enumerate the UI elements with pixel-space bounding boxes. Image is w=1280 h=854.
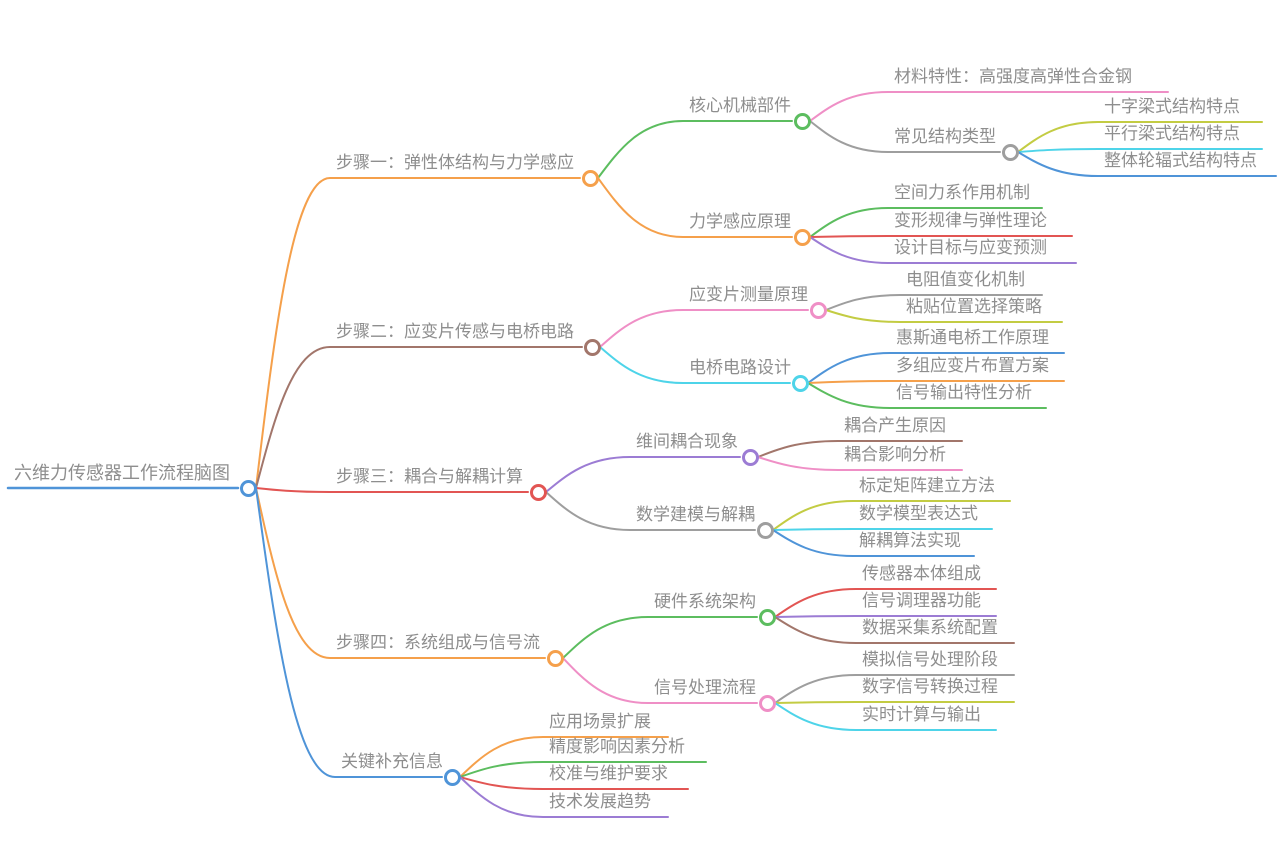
node-branches-0-0-1-dot[interactable] <box>1001 143 1019 161</box>
node-branches-1-1-0-line <box>807 352 1065 384</box>
node-branches-2-1-2-label[interactable]: 解耦算法实现 <box>859 531 961 550</box>
node-branches-0-0-1-line <box>809 120 1001 153</box>
node-branches-0-0-1-label[interactable]: 常见结构类型 <box>894 127 996 146</box>
node-branches-4-line <box>255 487 443 778</box>
node-branches-3-1-0-label[interactable]: 模拟信号处理阶段 <box>862 650 998 669</box>
node-root-label[interactable]: 六维力传感器工作流程脑图 <box>14 463 230 483</box>
node-branches-2-0-1-line <box>757 456 963 471</box>
node-branches-2-1-1-label[interactable]: 数学模型表达式 <box>859 504 978 523</box>
node-branches-3-1-2-label[interactable]: 实时计算与输出 <box>862 705 981 724</box>
node-branches-2-0-label[interactable]: 维间耦合现象 <box>636 432 738 451</box>
node-branches-0-0-dot[interactable] <box>793 112 811 130</box>
node-branches-2-1-0-line <box>772 500 1011 531</box>
node-branches-4-3-label[interactable]: 技术发展趋势 <box>549 792 651 811</box>
node-branches-3-label[interactable]: 步骤四：系统组成与信号流 <box>336 633 540 652</box>
node-branches-0-0-1-1-label[interactable]: 平行梁式结构特点 <box>1104 124 1240 143</box>
node-branches-0-1-dot[interactable] <box>793 228 811 246</box>
node-branches-0-dot[interactable] <box>581 169 599 187</box>
node-branches-2-1-dot[interactable] <box>756 521 774 539</box>
node-branches-3-0-1-label[interactable]: 信号调理器功能 <box>862 591 981 610</box>
node-branches-4-2-line <box>459 776 689 790</box>
node-branches-2-1-0-label[interactable]: 标定矩阵建立方法 <box>859 476 995 495</box>
node-branches-4-0-label[interactable]: 应用场景扩展 <box>549 712 651 731</box>
node-branches-1-0-1-label[interactable]: 粘贴位置选择策略 <box>906 297 1042 316</box>
node-branches-3-0-line <box>562 616 758 659</box>
node-branches-0-0-label[interactable]: 核心机械部件 <box>689 96 791 115</box>
node-branches-2-line <box>255 487 529 493</box>
node-branches-1-line <box>255 346 583 489</box>
node-branches-3-1-1-label[interactable]: 数字信号转换过程 <box>862 677 998 696</box>
node-branches-4-1-label[interactable]: 精度影响因素分析 <box>549 737 685 756</box>
node-branches-3-0-dot[interactable] <box>758 608 776 626</box>
node-branches-0-line <box>255 177 581 489</box>
node-branches-3-0-1-line <box>774 615 997 618</box>
node-branches-3-1-line <box>562 657 758 704</box>
node-branches-1-0-dot[interactable] <box>809 301 827 319</box>
node-branches-0-label[interactable]: 步骤一：弹性体结构与力学感应 <box>336 153 574 172</box>
node-branches-1-0-1-line <box>825 309 1063 323</box>
node-branches-0-0-line <box>597 120 793 179</box>
node-branches-4-0-line <box>459 736 669 778</box>
node-branches-2-1-label[interactable]: 数学建模与解耦 <box>636 505 755 524</box>
node-branches-0-0-1-2-label[interactable]: 整体轮辐式结构特点 <box>1104 151 1257 170</box>
node-branches-0-1-line <box>597 177 793 238</box>
node-branches-3-0-0-line <box>774 588 997 618</box>
node-branches-1-1-label[interactable]: 电桥电路设计 <box>689 358 791 377</box>
node-branches-0-0-0-line <box>809 91 1169 122</box>
node-branches-3-0-2-label[interactable]: 数据采集系统配置 <box>862 618 998 637</box>
node-branches-3-1-1-line <box>774 701 1015 704</box>
node-branches-0-0-0-label[interactable]: 材料特性：高强度高弹性合金钢 <box>894 67 1132 86</box>
node-branches-1-0-line <box>599 309 809 348</box>
node-branches-1-1-1-label[interactable]: 多组应变片布置方案 <box>896 356 1049 375</box>
node-branches-3-1-label[interactable]: 信号处理流程 <box>654 678 756 697</box>
node-branches-1-1-dot[interactable] <box>791 374 809 392</box>
node-branches-0-1-2-label[interactable]: 设计目标与应变预测 <box>894 238 1047 257</box>
node-branches-2-0-0-label[interactable]: 耦合产生原因 <box>844 416 946 435</box>
node-branches-1-1-1-line <box>807 380 1065 384</box>
node-branches-1-0-label[interactable]: 应变片测量原理 <box>689 285 808 304</box>
node-branches-0-0-1-0-line <box>1017 121 1263 153</box>
node-branches-0-1-2-line <box>809 236 1077 264</box>
node-branches-0-1-1-line <box>809 235 1073 238</box>
node-branches-0-1-0-line <box>809 207 1043 238</box>
node-branches-0-1-1-label[interactable]: 变形规律与弹性理论 <box>894 211 1047 230</box>
node-branches-1-1-2-line <box>807 382 1047 409</box>
node-branches-3-0-0-label[interactable]: 传感器本体组成 <box>862 564 981 583</box>
node-branches-2-0-1-label[interactable]: 耦合影响分析 <box>844 445 946 464</box>
node-branches-2-0-0-line <box>757 440 963 458</box>
node-branches-4-2-label[interactable]: 校准与维护要求 <box>549 764 668 783</box>
node-branches-1-label[interactable]: 步骤二：应变片传感与电桥电路 <box>336 322 574 341</box>
node-branches-1-1-line <box>599 346 791 384</box>
node-branches-1-0-0-label[interactable]: 电阻值变化机制 <box>906 270 1025 289</box>
node-branches-1-0-0-line <box>825 294 1043 311</box>
node-branches-0-0-1-2-line <box>1017 151 1277 177</box>
node-branches-3-line <box>255 487 546 659</box>
node-branches-3-0-label[interactable]: 硬件系统架构 <box>654 592 756 611</box>
node-branches-0-0-1-0-label[interactable]: 十字梁式结构特点 <box>1104 97 1240 116</box>
node-branches-3-1-2-line <box>774 702 997 731</box>
node-branches-0-0-1-1-line <box>1017 148 1263 153</box>
node-branches-3-1-dot[interactable] <box>758 694 776 712</box>
node-branches-3-0-2-line <box>774 616 1015 644</box>
node-branches-4-1-line <box>459 761 707 778</box>
node-branches-2-label[interactable]: 步骤三：耦合与解耦计算 <box>336 467 523 486</box>
node-branches-1-dot[interactable] <box>583 338 601 356</box>
node-branches-4-dot[interactable] <box>443 768 461 786</box>
node-branches-2-0-line <box>545 456 741 493</box>
node-branches-3-1-0-line <box>774 674 1015 704</box>
node-branches-4-3-line <box>459 776 669 818</box>
node-branches-2-1-1-line <box>772 528 993 531</box>
node-branches-2-0-dot[interactable] <box>741 448 759 466</box>
node-branches-1-1-2-label[interactable]: 信号输出特性分析 <box>896 383 1032 402</box>
node-branches-0-1-0-label[interactable]: 空间力系作用机制 <box>894 183 1030 202</box>
node-branches-2-1-2-line <box>772 529 975 557</box>
node-branches-2-1-line <box>545 491 756 531</box>
node-branches-1-1-0-label[interactable]: 惠斯通电桥工作原理 <box>896 328 1049 347</box>
node-branches-3-dot[interactable] <box>546 649 564 667</box>
node-branches-0-1-label[interactable]: 力学感应原理 <box>689 212 791 231</box>
node-branches-2-dot[interactable] <box>529 483 547 501</box>
node-branches-4-label[interactable]: 关键补充信息 <box>341 752 443 771</box>
node-root-dot[interactable] <box>239 479 257 497</box>
